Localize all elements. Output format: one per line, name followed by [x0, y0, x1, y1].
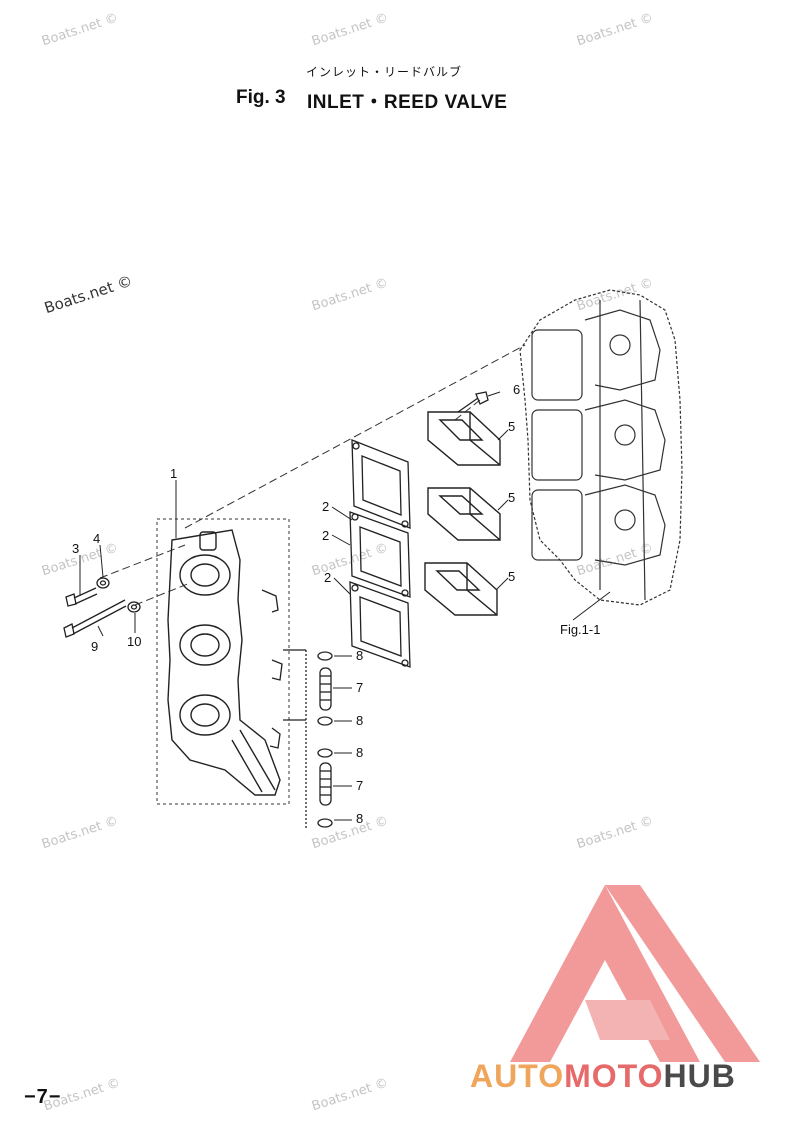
- callout-4: 4: [93, 531, 100, 546]
- callout-1: 1: [170, 466, 177, 481]
- page-number: −7−: [24, 1086, 62, 1108]
- figure-label: Fig. 3: [236, 87, 286, 108]
- callout-8: 8: [356, 648, 363, 663]
- brand-moto: MOTO: [564, 1058, 664, 1094]
- inlet-manifold: [167, 529, 281, 796]
- japanese-title: インレット・リードバルブ: [306, 65, 463, 79]
- callout-8: 8: [356, 745, 363, 760]
- engine-block-outline: [519, 289, 683, 606]
- page-title: INLET・REED VALVE: [307, 92, 508, 113]
- callout-7: 7: [356, 680, 363, 695]
- callout-10: 10: [127, 634, 141, 649]
- projection-lines: [99, 344, 526, 606]
- callout-5: 5: [508, 569, 515, 584]
- callout-8: 8: [356, 811, 363, 826]
- callout-3: 3: [72, 541, 79, 556]
- reed-valves: [424, 411, 501, 616]
- callout-2: 2: [324, 570, 331, 585]
- brand-hub: HUB: [663, 1058, 736, 1094]
- hoses-and-clips: [283, 649, 333, 830]
- brand-wordmark: AUTOMOTOHUB: [470, 1058, 736, 1095]
- bolt-part-6: [457, 391, 489, 413]
- callout-2: 2: [322, 499, 329, 514]
- callout-2: 2: [322, 528, 329, 543]
- callout-5: 5: [508, 490, 515, 505]
- part-group-box: [156, 518, 290, 805]
- leader-lines: [79, 391, 611, 821]
- brand-auto: AUTO: [470, 1058, 565, 1094]
- automotohub-logo-icon: [510, 885, 760, 1062]
- reference-label: Fig.1-1: [560, 622, 600, 637]
- bolts-and-washers: [63, 577, 141, 638]
- hose-fittings: [261, 589, 283, 749]
- callout-9: 9: [91, 639, 98, 654]
- callout-8: 8: [356, 713, 363, 728]
- callout-7: 7: [356, 778, 363, 793]
- callout-5: 5: [508, 419, 515, 434]
- callout-6: 6: [513, 382, 520, 397]
- gaskets: [349, 439, 411, 668]
